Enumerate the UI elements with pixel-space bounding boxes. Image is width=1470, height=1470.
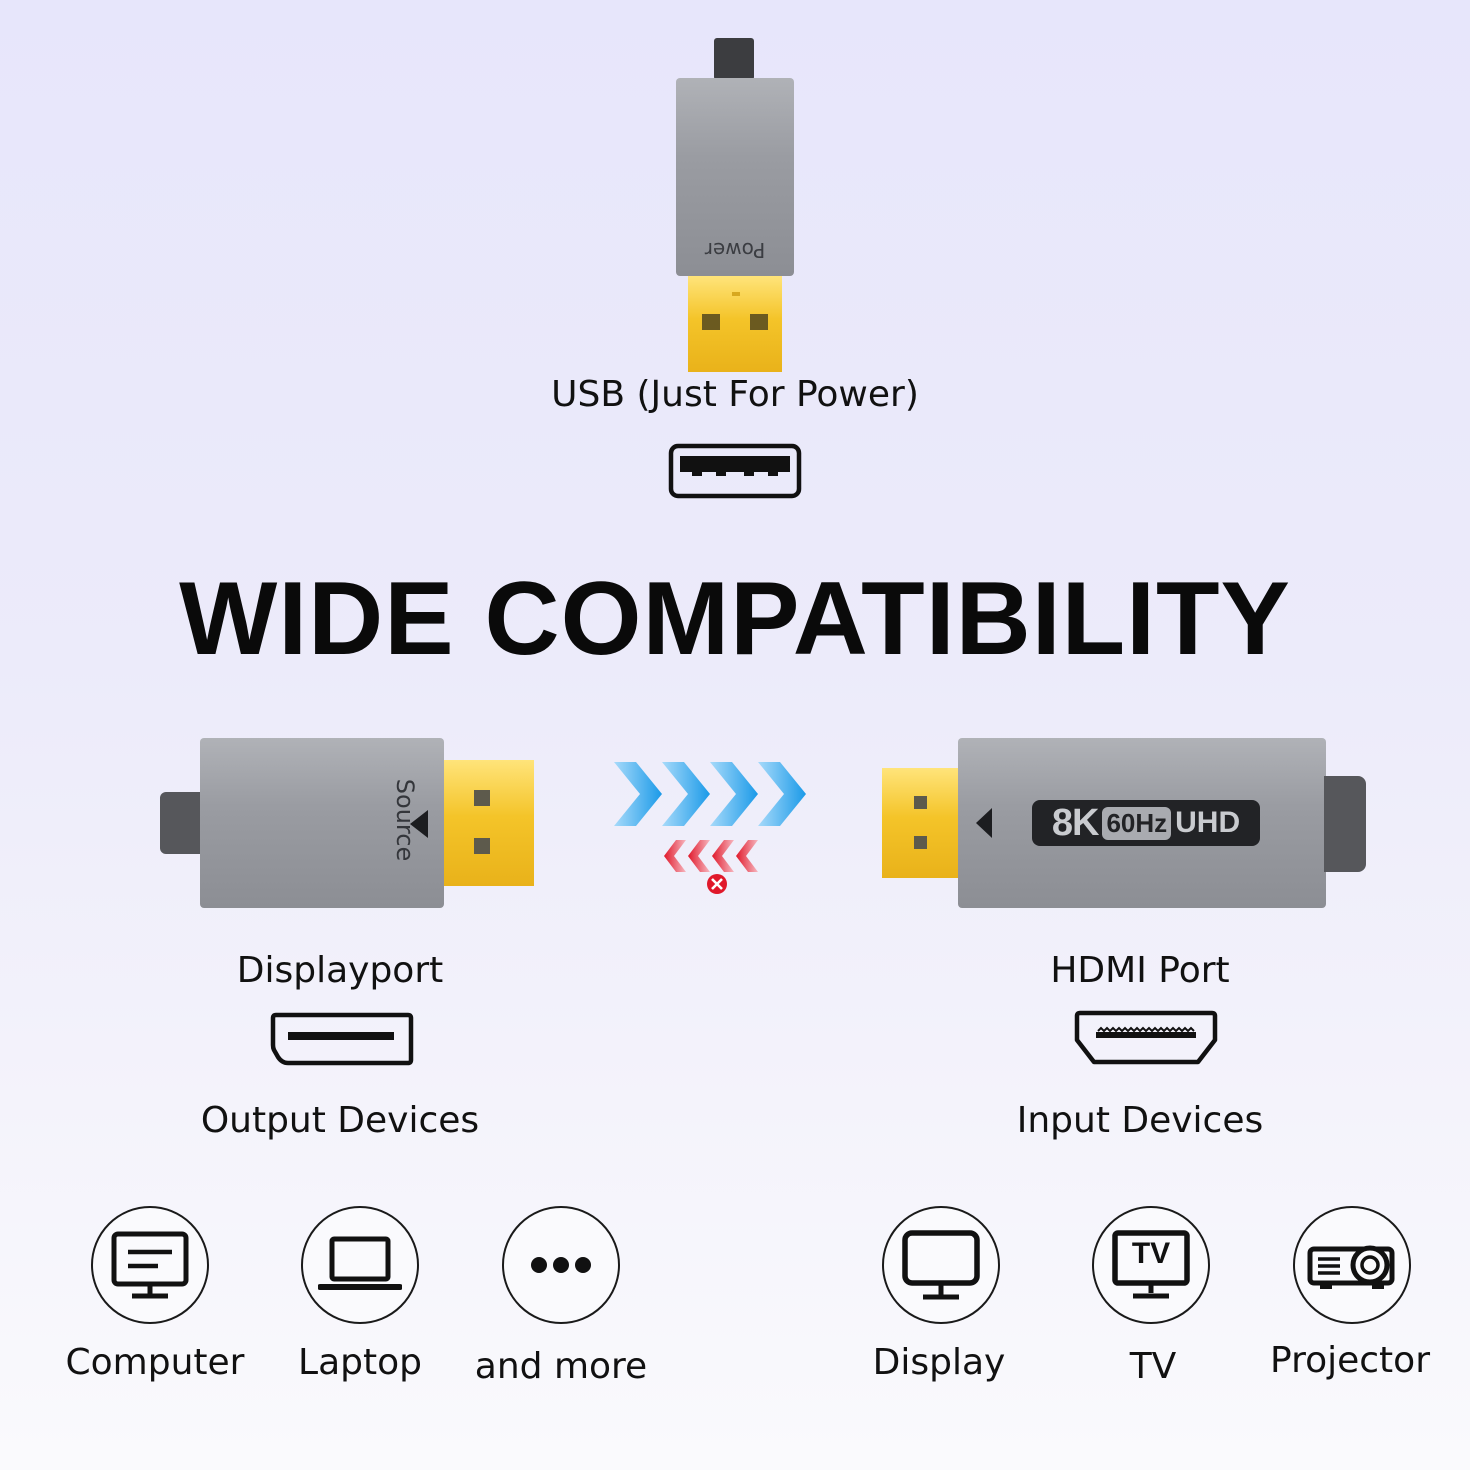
- displayport-plug: Source: [160, 738, 536, 910]
- input-devices-label: Input Devices: [1016, 1100, 1264, 1141]
- badge-resolution: 8K: [1051, 801, 1100, 844]
- usb-housing: Power: [676, 78, 794, 276]
- device-label-display: Display: [872, 1342, 1006, 1383]
- badge-uhd: UHD: [1175, 806, 1241, 839]
- hdmi-metal-tip: [882, 768, 962, 878]
- dp-direction-arrow-icon: [410, 810, 428, 838]
- display-icon: [882, 1206, 1000, 1324]
- device-label-computer: Computer: [65, 1342, 245, 1383]
- hdmi-cable-stub: [1324, 776, 1366, 872]
- device-label-laptop: Laptop: [298, 1342, 422, 1383]
- device-label-projector: Projector: [1270, 1340, 1430, 1381]
- laptop-icon: [301, 1206, 419, 1324]
- usb-housing-text: Power: [704, 238, 766, 262]
- tv-icon-text: TV: [1131, 1237, 1171, 1270]
- dp-metal-tip: [444, 760, 534, 886]
- tv-icon: TV: [1092, 1206, 1210, 1324]
- dp-cable-stub: [160, 792, 204, 854]
- hdmi-label: HDMI Port: [1050, 950, 1230, 991]
- hdmi-housing: 8K 60Hz UHD: [958, 738, 1326, 908]
- hdmi-plug: 8K 60Hz UHD: [882, 738, 1366, 910]
- device-label-more: and more: [474, 1346, 648, 1387]
- resolution-badge: 8K 60Hz UHD: [1032, 800, 1260, 846]
- signal-direction-arrows-icon: [614, 762, 806, 894]
- usb-label: USB (Just For Power): [551, 374, 919, 415]
- usb-metal-tip: [688, 276, 782, 372]
- more-icon: [502, 1206, 620, 1324]
- usb-port-icon: [668, 443, 802, 499]
- device-label-tv: TV: [1129, 1346, 1177, 1387]
- hdmi-direction-arrow-icon: [976, 808, 992, 838]
- computer-icon: [91, 1206, 209, 1324]
- badge-refresh-rate: 60Hz: [1102, 806, 1172, 840]
- projector-icon: [1293, 1206, 1411, 1324]
- usb-plug: Power: [676, 38, 796, 372]
- displayport-port-icon: [270, 1012, 414, 1066]
- output-devices-label: Output Devices: [200, 1100, 480, 1141]
- headline: WIDE COMPATIBILITY: [179, 561, 1291, 677]
- usb-cable-stub: [714, 38, 754, 80]
- hdmi-port-icon: [1074, 1010, 1218, 1065]
- displayport-label: Displayport: [236, 950, 444, 991]
- dp-housing: Source: [200, 738, 444, 908]
